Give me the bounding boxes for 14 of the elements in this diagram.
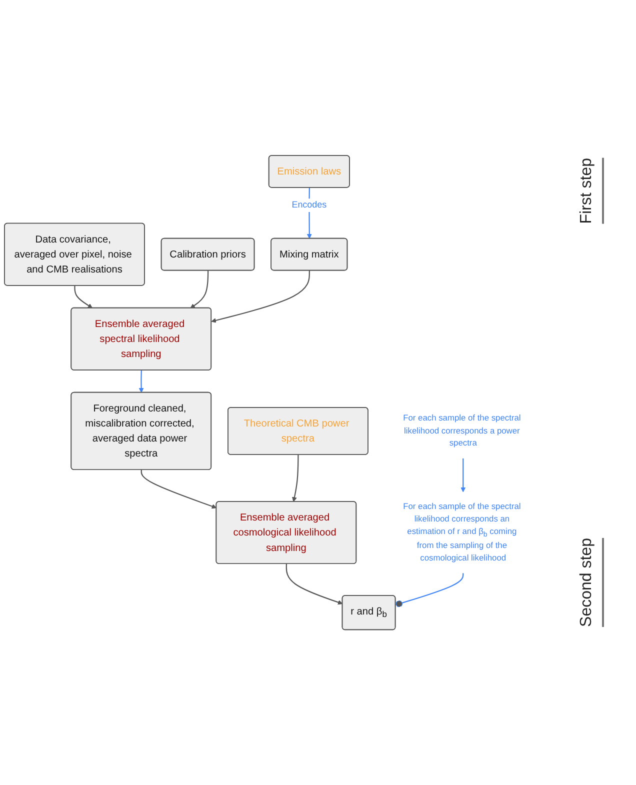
- arrow: [211, 270, 310, 323]
- step-label: First step: [578, 158, 604, 224]
- arrow: [292, 454, 299, 502]
- node-text: For each sample of the spectral likelihood corresponds an estimation of r and β$_{b}$ coming from the sampling of the cosmological likelihood: [403, 501, 521, 563]
- arrow: [74, 286, 93, 308]
- arrow: [190, 270, 209, 308]
- node-text: For each sample of the spectral likelihood corresponds a power spectra: [403, 413, 521, 448]
- arrow: [286, 564, 343, 605]
- step-label: Second step: [578, 538, 604, 628]
- arrow: [140, 470, 217, 509]
- arrow: [138, 370, 144, 393]
- connector: [395, 573, 464, 608]
- edge-label: Encodes: [292, 200, 327, 210]
- arrow: [460, 458, 466, 492]
